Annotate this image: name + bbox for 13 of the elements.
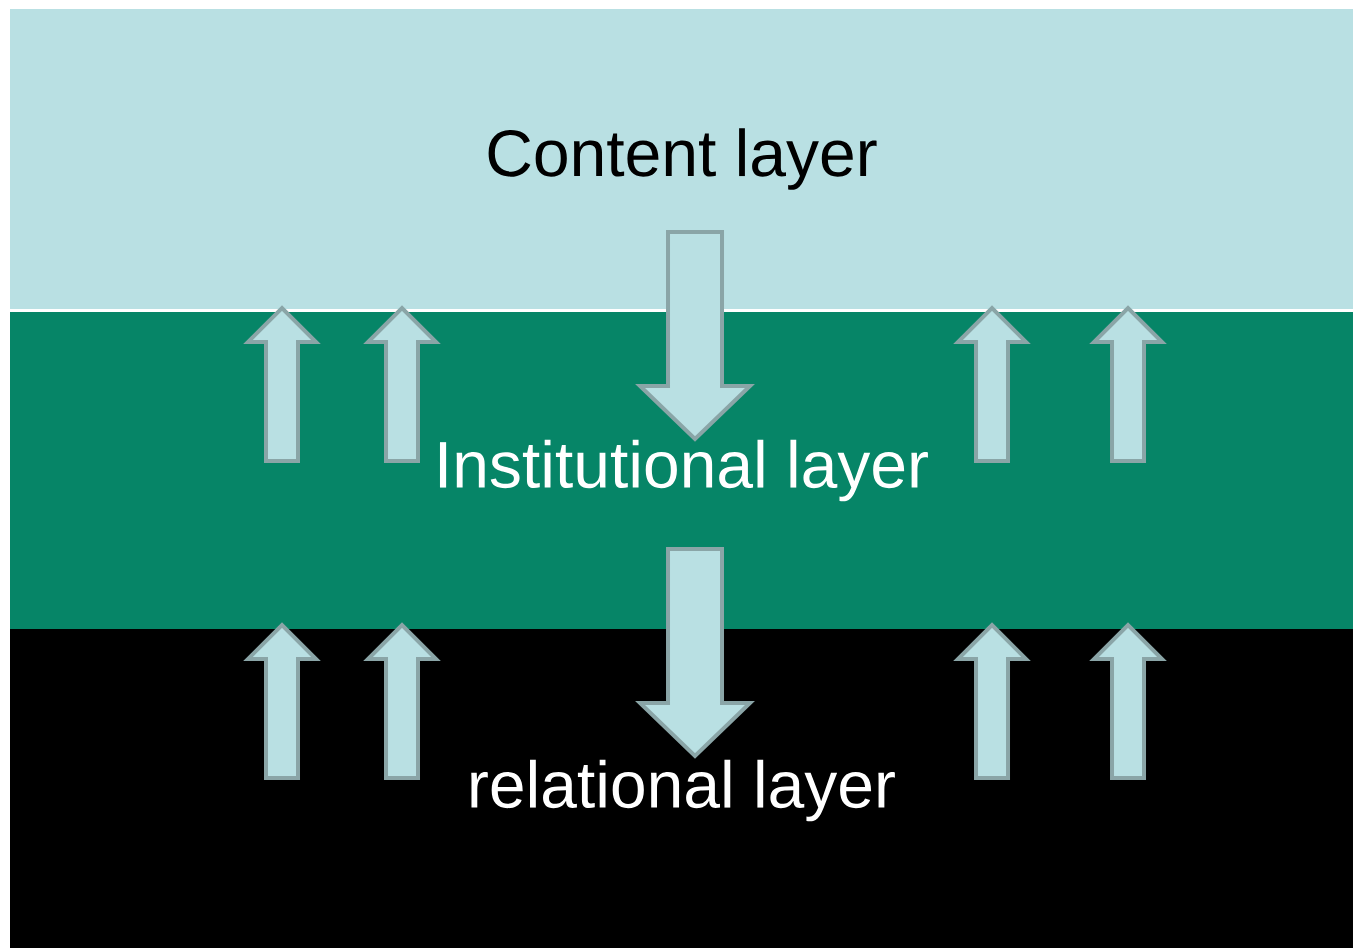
- layer-band: Institutional layer: [10, 312, 1353, 629]
- block-arrow: [635, 547, 755, 759]
- block-arrow: [243, 305, 321, 463]
- block-arrow: [363, 622, 441, 780]
- block-arrow: [1089, 305, 1167, 463]
- block-arrow: [953, 622, 1031, 780]
- layer-band: Content layer: [10, 9, 1353, 309]
- block-arrow: [243, 622, 321, 780]
- block-arrow: [953, 305, 1031, 463]
- block-arrow: [1089, 622, 1167, 780]
- block-arrow: [363, 305, 441, 463]
- block-arrow: [635, 230, 755, 442]
- layer-band: relational layer: [10, 629, 1353, 948]
